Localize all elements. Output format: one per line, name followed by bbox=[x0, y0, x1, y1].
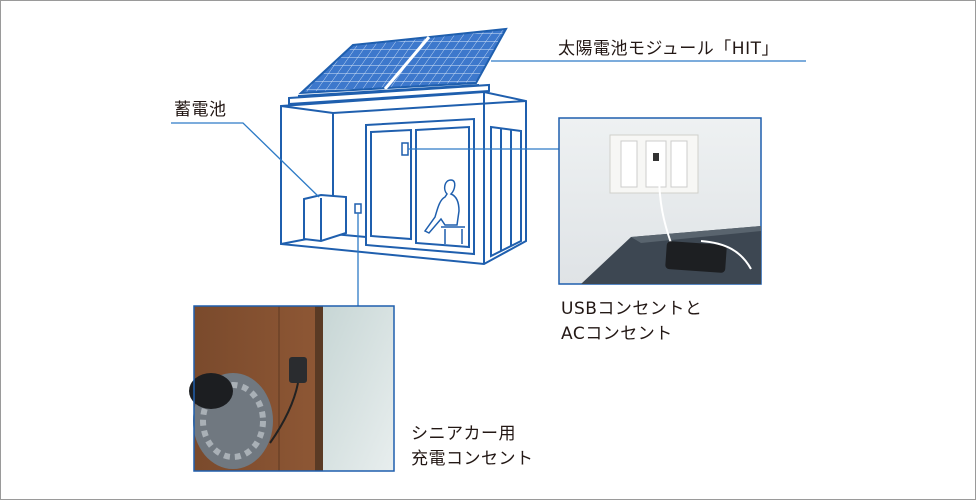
usb-ac-outlet-photo bbox=[558, 117, 762, 285]
house-outline bbox=[280, 83, 527, 266]
senior-car-label-line2: 充電コンセント bbox=[411, 449, 534, 469]
senior-car-label-line1: シニアカー用 bbox=[411, 424, 516, 444]
solar-module-label: 太陽電池モジュール「HIT」 bbox=[558, 39, 779, 59]
usb-ac-label-line1: USBコンセントと bbox=[561, 299, 703, 319]
leader-lines bbox=[171, 60, 806, 306]
usb-ac-label-line2: ACコンセント bbox=[561, 324, 673, 344]
storage-battery-label: 蓄電池 bbox=[174, 100, 227, 120]
senior-car-outlet-photo bbox=[189, 305, 395, 472]
